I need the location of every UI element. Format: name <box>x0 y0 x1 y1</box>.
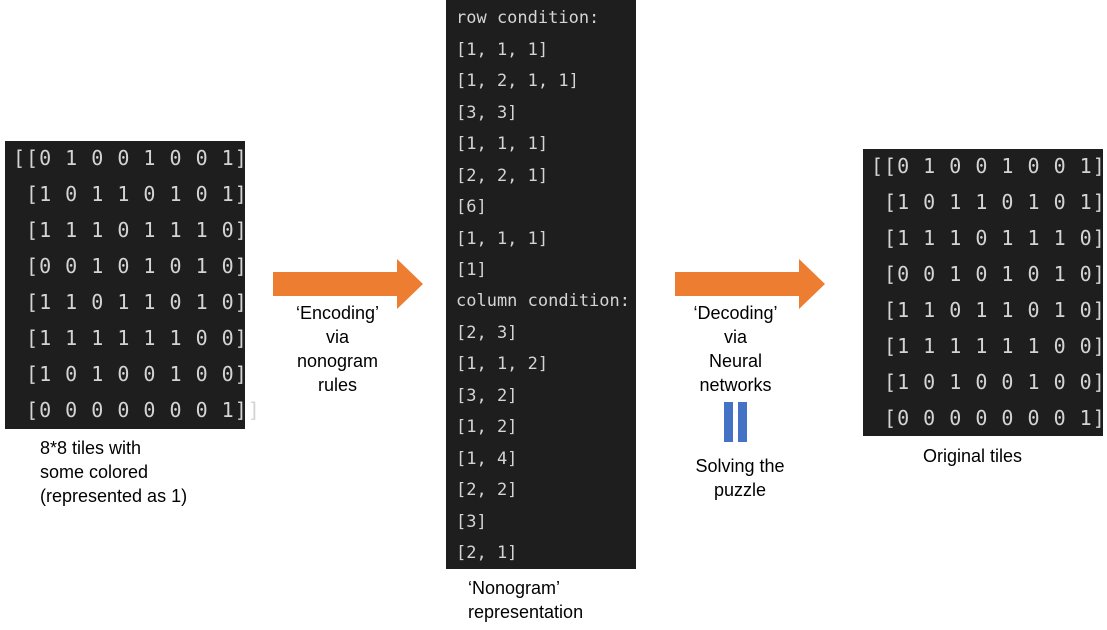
nonogram-line: [2, 2] <box>456 480 518 500</box>
left-caption-line: 8*8 tiles with <box>40 438 142 458</box>
left-matrix-row: [1 1 1 0 1 1 1 0] <box>13 218 248 242</box>
solving-label-line: Solving the <box>695 456 785 476</box>
left-caption: 8*8 tiles with some colored (represented… <box>40 436 187 508</box>
encoding-label-line: rules <box>317 375 357 395</box>
right-matrix-row: [1 1 0 1 1 0 1 0] <box>871 298 1106 322</box>
right-matrix-row: [0 0 0 0 0 0 0 1]] <box>871 406 1107 430</box>
nonogram-line: [1, 4] <box>456 449 518 469</box>
equals-bars-icon <box>724 402 748 442</box>
right-matrix-panel: [[0 1 0 0 1 0 0 1] [1 0 1 1 0 1 0 1] [1 … <box>863 149 1107 436</box>
left-matrix-panel: [[0 1 0 0 1 0 0 1] [1 0 1 1 0 1 0 1] [1 … <box>5 141 260 429</box>
nonogram-line: [1] <box>456 260 487 280</box>
solving-label-line: puzzle <box>713 480 767 500</box>
nonogram-line: [6] <box>456 197 487 217</box>
right-matrix-row: [0 0 1 0 1 0 1 0] <box>871 262 1106 286</box>
encoding-arrow-icon <box>273 259 423 309</box>
left-caption-line: some colored <box>40 462 149 482</box>
nonogram-line: [1, 1, 2] <box>456 354 549 374</box>
left-matrix-row: [1 1 1 1 1 1 0 0] <box>13 326 248 350</box>
right-matrix-row: [1 1 1 1 1 1 0 0] <box>871 334 1106 358</box>
nonogram-line: [2, 3] <box>456 323 518 343</box>
left-caption-line: (represented as 1) <box>40 486 188 506</box>
nonogram-caption: ‘Nonogram’ representation <box>468 576 583 624</box>
right-matrix-row: [1 1 1 0 1 1 1 0] <box>871 226 1106 250</box>
nonogram-line: [1, 1, 1] <box>456 40 549 60</box>
nonogram-line: [1, 1, 1] <box>456 134 549 154</box>
nonogram-line: [1, 2, 1, 1] <box>456 71 579 91</box>
right-matrix-row: [[0 1 0 0 1 0 0 1] <box>871 154 1106 178</box>
nonogram-line: row condition: <box>456 8 600 28</box>
decoding-label-line: Neural <box>708 351 763 371</box>
decoding-label-line: via <box>723 327 747 347</box>
right-matrix-row: [1 0 1 1 0 1 0 1] <box>871 190 1106 214</box>
nonogram-line: [2, 2, 1] <box>456 166 549 186</box>
right-matrix-row: [1 0 1 0 0 1 0 0] <box>871 370 1106 394</box>
left-matrix-row: [0 0 1 0 1 0 1 0] <box>13 254 248 278</box>
solving-label: Solving the puzzle <box>670 454 810 502</box>
decoding-label-line: ‘Decoding’ <box>693 303 778 323</box>
nonogram-panel: row condition: [1, 1, 1] [1, 2, 1, 1] [3… <box>446 0 636 569</box>
left-matrix-row: [0 0 0 0 0 0 0 1]] <box>13 398 261 422</box>
left-matrix-row: [1 1 0 1 1 0 1 0] <box>13 290 248 314</box>
right-caption-line: Original tiles <box>923 446 1023 466</box>
right-caption: Original tiles <box>923 444 1022 468</box>
left-matrix-row: [[0 1 0 0 1 0 0 1] <box>13 146 248 170</box>
decoding-label: ‘Decoding’ via Neural networks <box>668 301 803 397</box>
decoding-label-line: networks <box>699 375 772 395</box>
encoding-label-line: via <box>325 327 349 347</box>
nonogram-caption-line: ‘Nonogram’ <box>468 578 561 598</box>
nonogram-caption-line: representation <box>468 602 584 622</box>
nonogram-line: column condition: <box>456 291 630 311</box>
nonogram-line: [1, 2] <box>456 417 518 437</box>
left-matrix-row: [1 0 1 0 0 1 0 0] <box>13 362 248 386</box>
nonogram-line: [3, 2] <box>456 386 518 406</box>
nonogram-line: [3, 3] <box>456 103 518 123</box>
left-matrix-row: [1 0 1 1 0 1 0 1] <box>13 182 248 206</box>
decoding-arrow-icon <box>675 259 825 309</box>
nonogram-line: [3] <box>456 512 487 532</box>
encoding-label-line: ‘Encoding’ <box>295 303 380 323</box>
encoding-label-line: nonogram <box>296 351 379 371</box>
nonogram-line: [1, 1, 1] <box>456 229 549 249</box>
nonogram-line: [2, 1] <box>456 543 518 563</box>
encoding-label: ‘Encoding’ via nonogram rules <box>270 301 405 397</box>
